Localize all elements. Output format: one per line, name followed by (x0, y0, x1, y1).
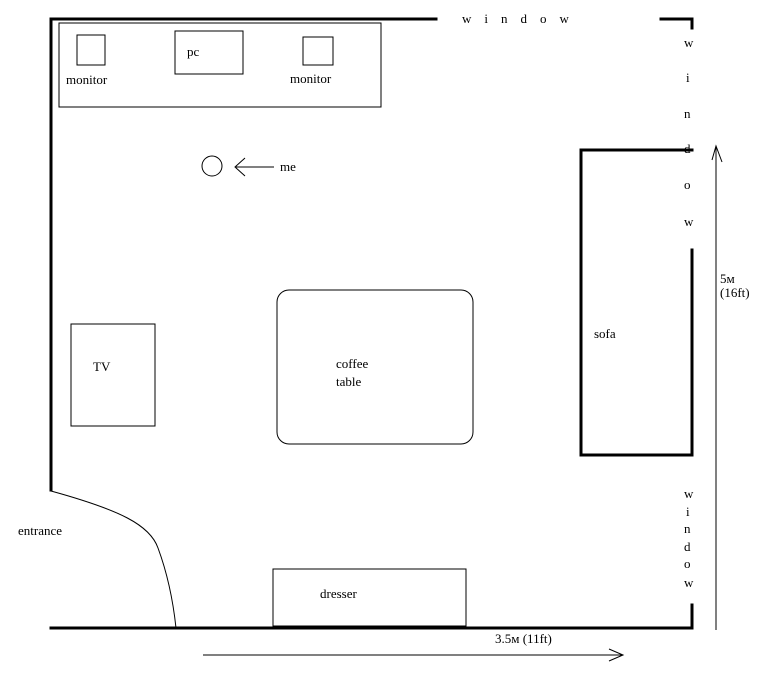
window-right-lower-label: w i n d o w (684, 486, 694, 590)
dresser-label: dresser (320, 586, 357, 601)
me-label: me (280, 159, 296, 174)
window-right-upper-letter: i (686, 70, 690, 85)
window-right-lower-letter: d (684, 539, 691, 554)
window-right-lower-letter: i (686, 504, 690, 519)
monitor-right (302, 36, 334, 66)
window-right-upper-letter: o (684, 177, 691, 192)
tv-label: TV (93, 359, 111, 374)
entrance-door-arc (50, 490, 177, 629)
window-top-label: window (462, 11, 582, 26)
monitor-right-label: monitor (290, 71, 332, 86)
pc-tower (174, 30, 244, 75)
window-right-upper-label: w i n d o w (684, 35, 694, 229)
sofa-label: sofa (594, 326, 616, 341)
coffee-table-label-line2: table (336, 374, 361, 389)
window-right-lower-letter: o (684, 556, 691, 571)
window-right-upper-letter: w (684, 35, 694, 50)
pc-label: pc (187, 44, 200, 59)
window-right-upper-letter: w (684, 214, 694, 229)
me-circle (201, 155, 223, 177)
window-right-upper-letter: n (684, 106, 691, 121)
monitor-left-label: monitor (66, 72, 108, 87)
coffee-table-label-line1: coffee (336, 356, 368, 371)
dresser (272, 568, 467, 627)
window-right-lower-letter: w (684, 486, 694, 501)
tv (70, 323, 156, 427)
window-right-upper-letter: d (684, 141, 691, 156)
height-dimension-label-line2: (16ft) (720, 285, 750, 300)
width-dimension-arrowhead (608, 648, 625, 662)
window-right-lower-letter: w (684, 575, 694, 590)
monitor-left (76, 34, 106, 66)
me-arrow-head (234, 157, 246, 177)
entrance-label: entrance (18, 523, 62, 538)
width-dimension-label: 3.5м (11ft) (495, 631, 552, 646)
coffee-table (276, 289, 474, 445)
height-dimension-label-line1: 5м (720, 271, 735, 286)
window-right-lower-letter: n (684, 521, 691, 536)
height-dimension-arrowhead (711, 144, 723, 163)
wall-top-right (659, 17, 694, 30)
